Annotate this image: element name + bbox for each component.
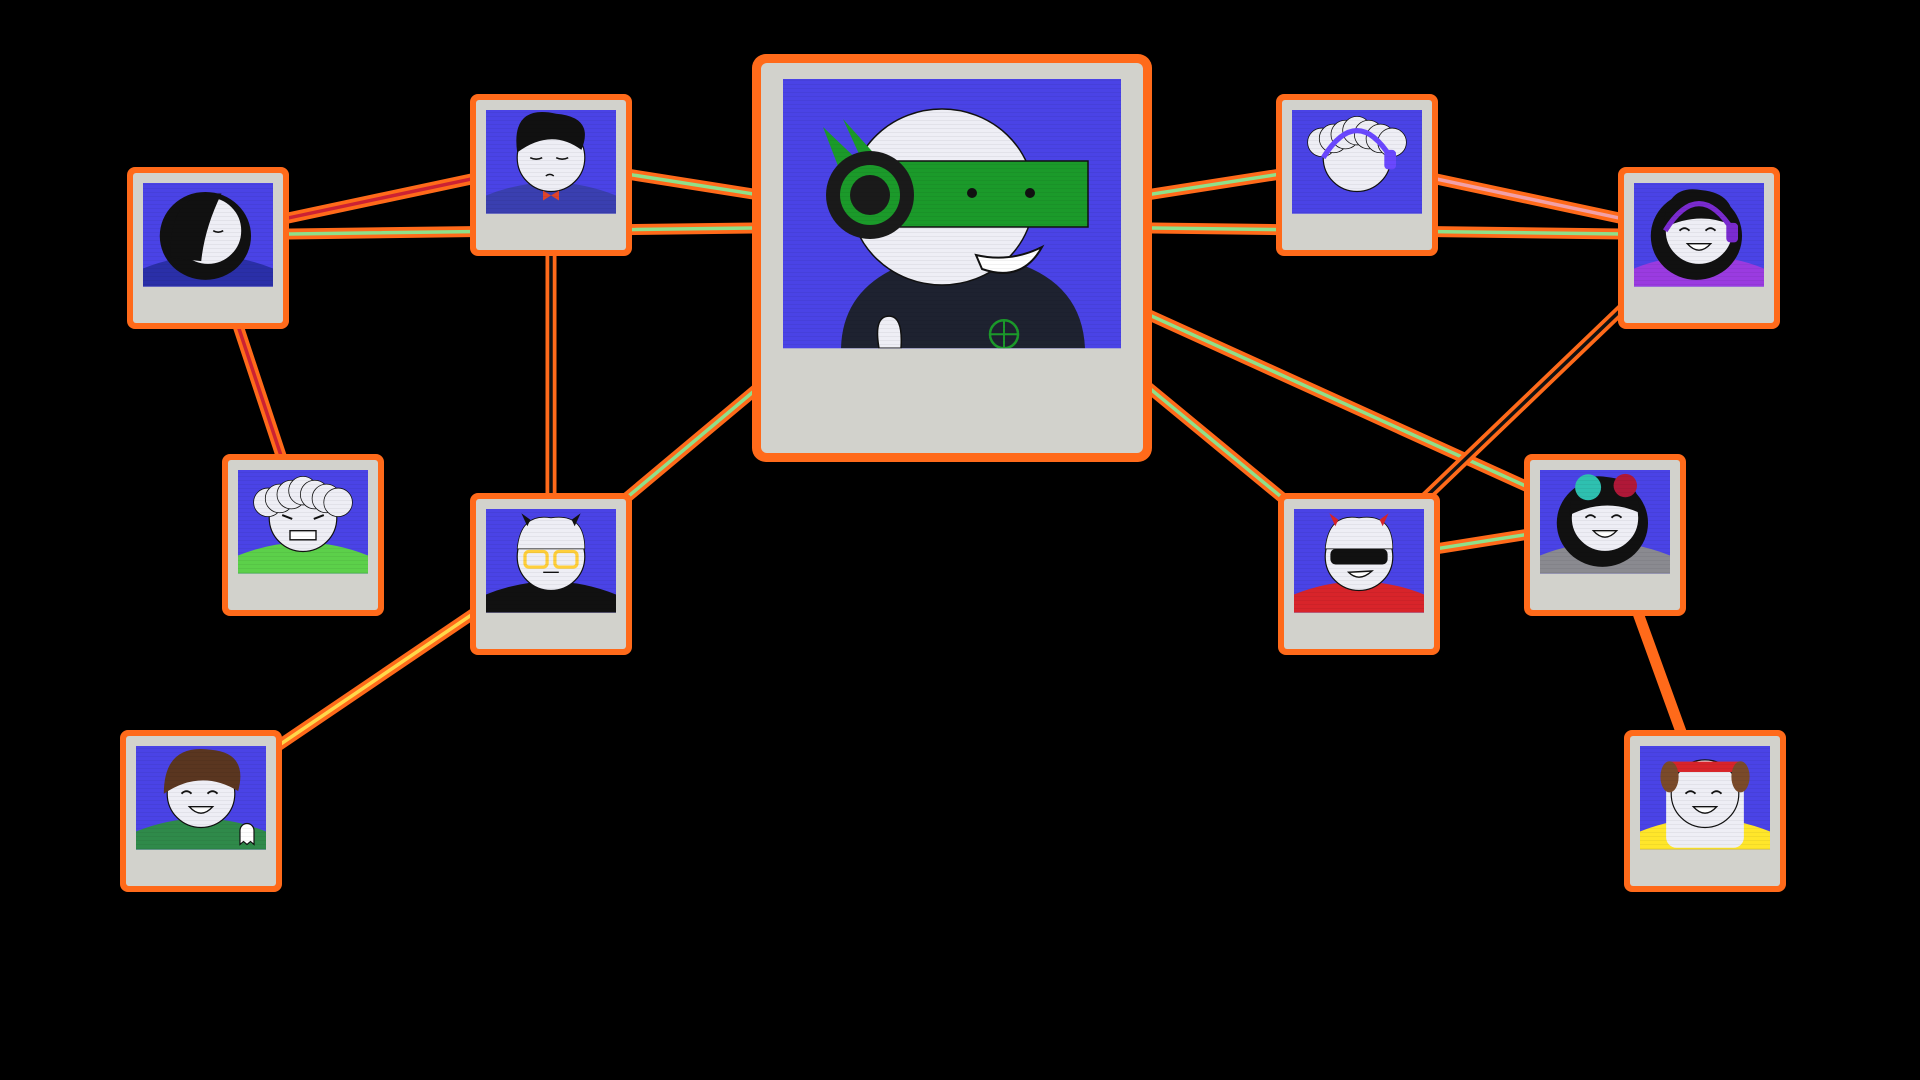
- portrait-bottom-left[interactable]: [120, 730, 282, 892]
- portrait-center-left[interactable]: [470, 493, 632, 655]
- portrait-center[interactable]: [752, 54, 1152, 462]
- scanlines: [1540, 470, 1670, 574]
- portrait-mid-left[interactable]: [222, 454, 384, 616]
- scanlines: [486, 509, 616, 613]
- scanlines: [1292, 110, 1422, 214]
- portrait-top-right[interactable]: [1276, 94, 1438, 256]
- scanlines: [238, 470, 368, 574]
- scanlines: [783, 79, 1121, 349]
- portrait-far-right[interactable]: [1618, 167, 1780, 329]
- portrait-far-left[interactable]: [127, 167, 289, 329]
- scanlines: [486, 110, 616, 214]
- portrait-bottom-right[interactable]: [1624, 730, 1786, 892]
- scanlines: [136, 746, 266, 850]
- portrait-mid-right[interactable]: [1524, 454, 1686, 616]
- portrait-top-left[interactable]: [470, 94, 632, 256]
- character-portraits: [120, 54, 1786, 892]
- scanlines: [1294, 509, 1424, 613]
- scanlines: [1634, 183, 1764, 287]
- scanlines: [1640, 746, 1770, 850]
- portrait-center-right[interactable]: [1278, 493, 1440, 655]
- scanlines: [143, 183, 273, 287]
